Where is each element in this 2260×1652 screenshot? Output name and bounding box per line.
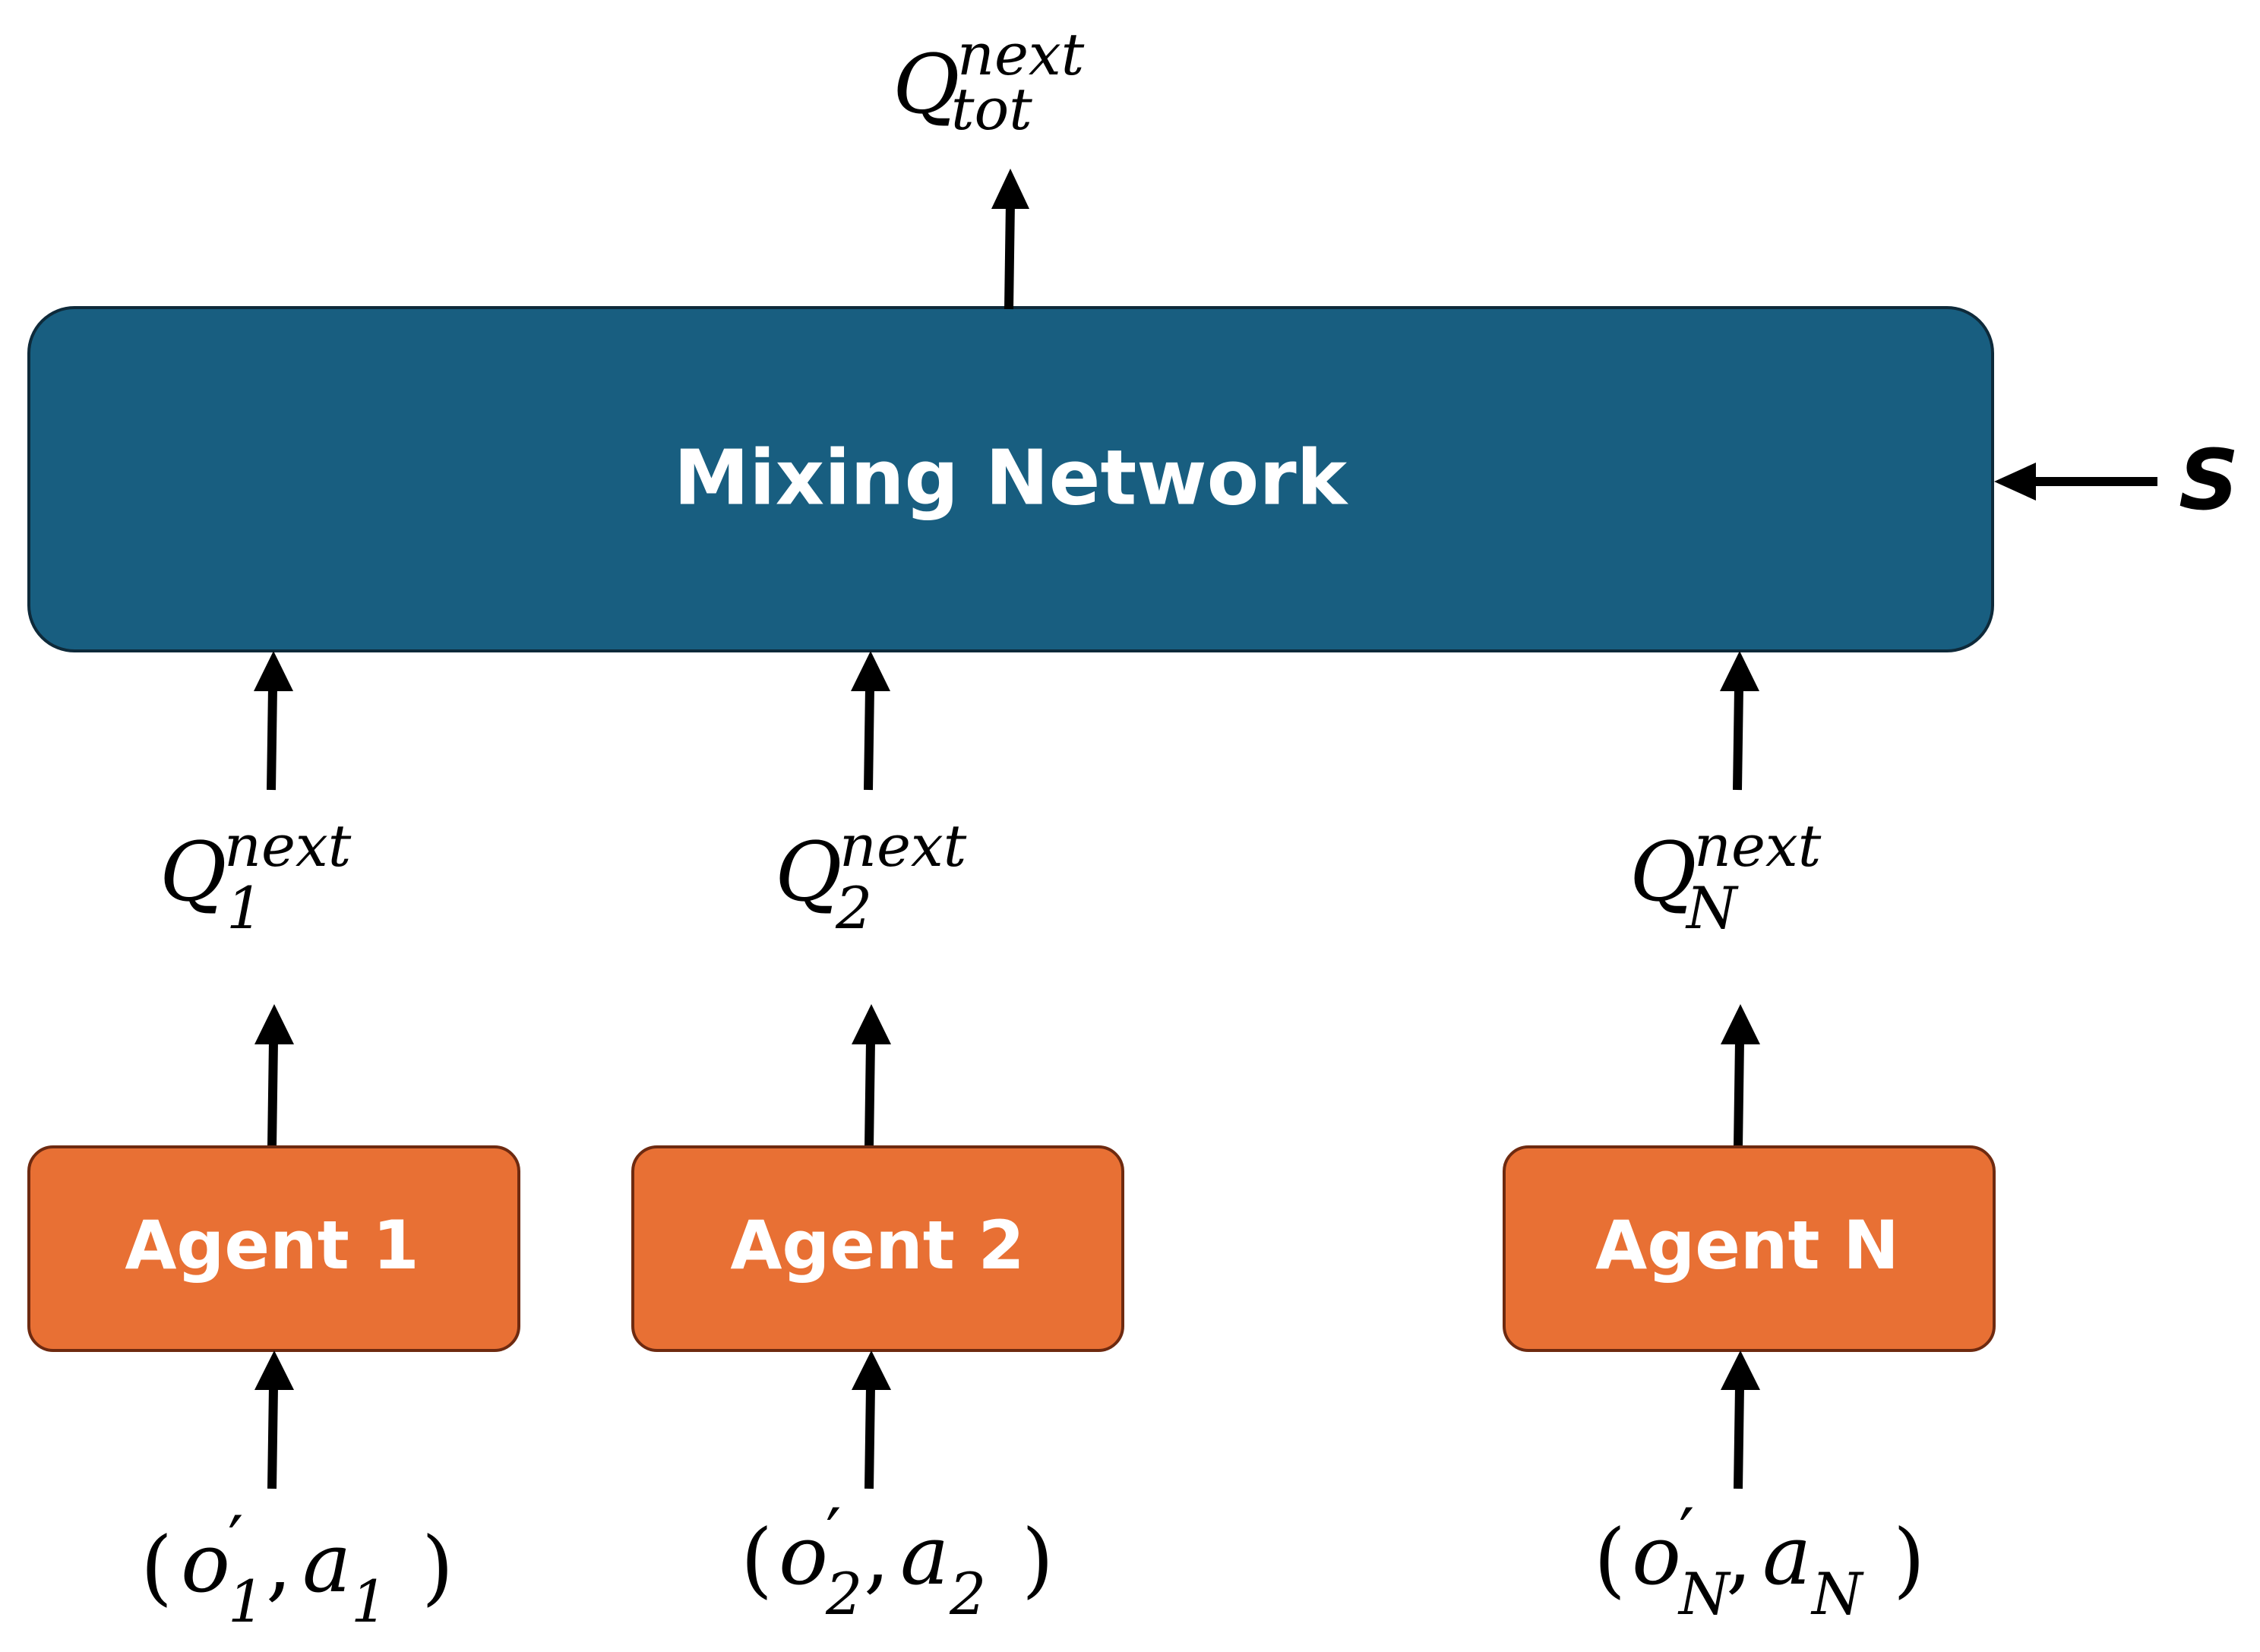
svg-text:next: next: [839, 812, 967, 880]
svg-text:2: 2: [835, 874, 872, 942]
svg-text:Q: Q: [160, 825, 227, 920]
svg-text:1: 1: [228, 1568, 264, 1635]
output-arrow: [991, 169, 1029, 310]
svg-text:): ): [1022, 1512, 1054, 1607]
q-to-mixing-arrows: [254, 651, 1759, 791]
svg-text:,: ,: [266, 1516, 292, 1611]
svg-text:(: (: [1594, 1512, 1626, 1607]
svg-text:1: 1: [351, 1568, 387, 1635]
agent-2-label: Agent 2: [730, 1206, 1024, 1284]
svg-text:,: ,: [864, 1508, 890, 1603]
svg-text:N: N: [1810, 1560, 1864, 1628]
svg-text:(: (: [141, 1520, 172, 1615]
svg-text:a: a: [302, 1516, 351, 1611]
svg-text:o: o: [1632, 1508, 1681, 1603]
svg-text:Q: Q: [893, 37, 960, 132]
svg-text:′: ′: [826, 1494, 841, 1574]
q-agent-label-1: Q 1 next: [160, 812, 352, 942]
agent-1: Agent 1: [27, 1145, 520, 1352]
agent-1-box: [27, 1145, 520, 1352]
mixing-network-label: Mixing Network: [674, 433, 1349, 522]
svg-text:tot: tot: [951, 75, 1032, 143]
svg-text:): ): [422, 1520, 454, 1615]
agent-n: Agent N: [1503, 1145, 1996, 1352]
agent-1-label: Agent 1: [125, 1206, 419, 1284]
svg-text:Q: Q: [775, 825, 842, 920]
agent-2: Agent 2: [631, 1145, 1124, 1352]
svg-text:Q: Q: [1629, 825, 1697, 920]
input-label-2: ( o ′ 2 , a 2 ): [741, 1494, 1054, 1628]
agent-to-q-arrows: [254, 1004, 1760, 1148]
svg-text:next: next: [957, 21, 1085, 88]
q-agent-label-2: Q 2 next: [775, 812, 967, 942]
input-to-agent-arrows: [254, 1350, 1760, 1489]
svg-text:,: ,: [1726, 1508, 1752, 1603]
agent-2-box: [631, 1145, 1124, 1352]
svg-text:1: 1: [226, 874, 263, 942]
svg-text:′: ′: [1679, 1494, 1694, 1574]
svg-text:N: N: [1685, 874, 1739, 942]
input-label-n: ( o ′ N , a N ): [1594, 1494, 1925, 1628]
svg-text:2: 2: [825, 1560, 862, 1628]
agent-n-label: Agent N: [1595, 1206, 1899, 1284]
svg-text:(: (: [741, 1512, 773, 1607]
svg-text:2: 2: [949, 1560, 986, 1628]
agent-n-box: [1503, 1145, 1996, 1352]
svg-text:o: o: [181, 1516, 230, 1611]
mixing-network: Mixing Network: [27, 306, 1994, 652]
svg-text:a: a: [1762, 1508, 1811, 1603]
svg-text:o: o: [779, 1508, 828, 1603]
svg-text:N: N: [1677, 1560, 1731, 1628]
q-tot-label: Q next tot: [893, 21, 1085, 143]
svg-text:next: next: [224, 812, 352, 880]
svg-text:′: ′: [228, 1502, 243, 1581]
q-agent-label-n: Q N next: [1629, 812, 1822, 942]
svg-text:next: next: [1694, 812, 1822, 880]
svg-text:): ): [1893, 1512, 1925, 1607]
svg-text:a: a: [900, 1508, 949, 1603]
state-label: S: [2179, 431, 2239, 529]
input-label-1: ( o ′ 1 , a 1 ): [141, 1502, 454, 1635]
state-arrow: [1994, 463, 2157, 501]
